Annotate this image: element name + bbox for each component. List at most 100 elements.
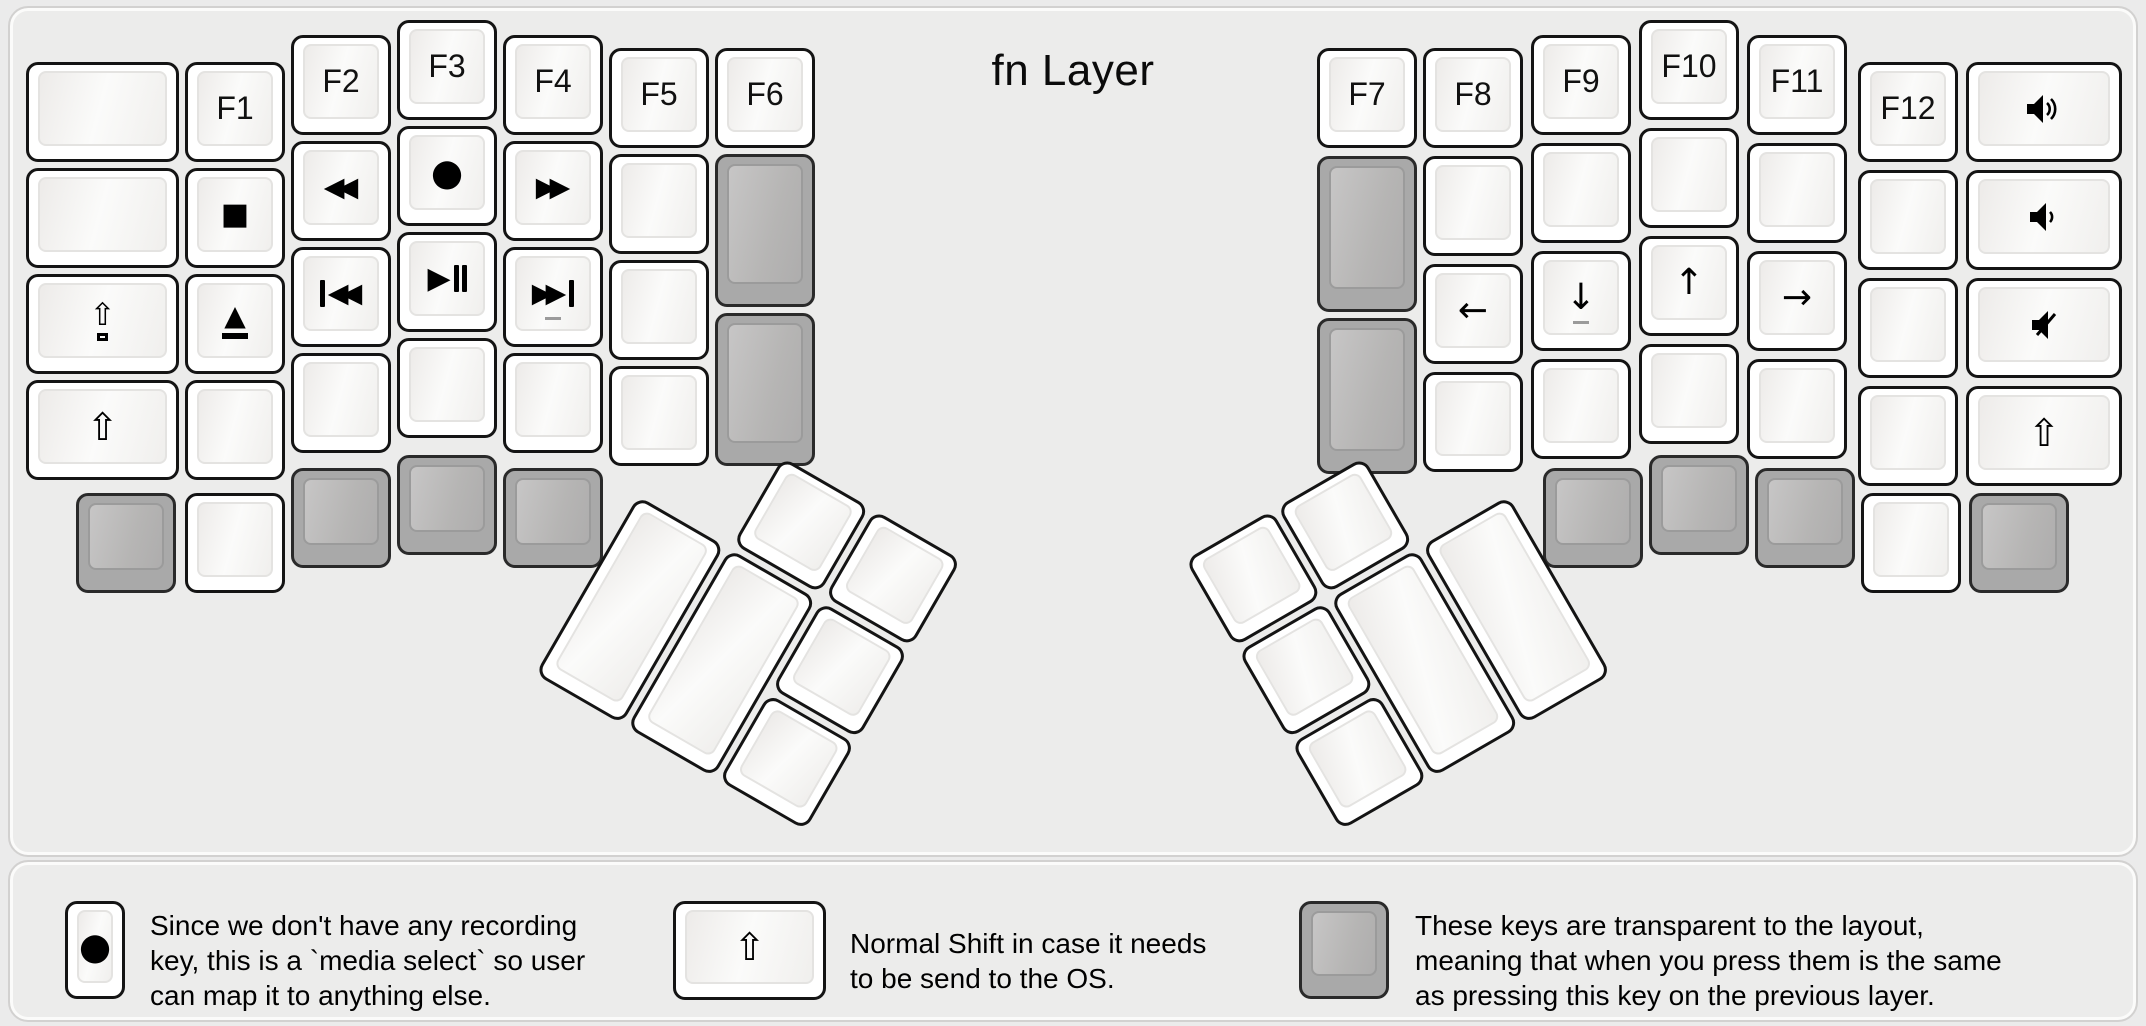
key-volume-down [1966, 170, 2122, 270]
tap-dash-indicator [545, 317, 561, 320]
key-transparent [397, 455, 497, 555]
keycap-surface: ▶▶ [515, 256, 591, 331]
key-shift: ⇧ [26, 380, 179, 480]
key-f7: F7 [1317, 48, 1417, 148]
keycap-surface: F11 [1759, 44, 1835, 119]
key-blank [1747, 143, 1847, 243]
key-blank [26, 168, 179, 268]
key-blank [503, 353, 603, 453]
key-f1: F1 [185, 62, 285, 162]
key-f9: F9 [1531, 35, 1631, 135]
key-blank [609, 366, 709, 466]
keycap-surface [1543, 152, 1619, 227]
key-stop: ■ [185, 168, 285, 268]
keycap-surface: ◀◀ [303, 150, 379, 225]
key-arrow-up: ↑ [1639, 236, 1739, 336]
key-blank [26, 62, 179, 162]
key-arrow-right: → [1747, 251, 1847, 351]
key-label: F5 [640, 76, 678, 112]
shift-icon: ⇧ [733, 925, 766, 969]
legend-text-line: key, this is a `media select` so user [150, 945, 586, 976]
keycap-surface: ⇧ [38, 389, 167, 464]
keycap-surface: ▶ [409, 241, 485, 316]
key-next-track: ▶▶ [503, 247, 603, 347]
rewind-icon: ◀◀ [323, 172, 358, 203]
key-transparent [715, 154, 815, 307]
keycap-surface [1767, 478, 1843, 545]
key-transparent [503, 468, 603, 568]
keycap-surface [1329, 166, 1405, 289]
keycap-surface [1759, 152, 1835, 227]
key-label: F6 [746, 76, 784, 112]
key-shift: ⇧ [673, 901, 826, 1000]
key-eject: ▲ [185, 274, 285, 374]
key-f8: F8 [1423, 48, 1523, 148]
key-f6: F6 [715, 48, 815, 148]
key-f10: F10 [1639, 20, 1739, 120]
keycap-surface [1543, 368, 1619, 443]
key-transparent [291, 468, 391, 568]
keycap-surface [88, 503, 164, 570]
keycap-surface: ■ [197, 177, 273, 252]
keycap-surface [1978, 71, 2110, 146]
keycap-surface [1873, 502, 1949, 577]
arrow-up-icon: ↑ [1673, 261, 1705, 303]
volume-up-icon [2027, 94, 2057, 123]
legend-text-line: can map it to anything else. [150, 980, 491, 1011]
keycap-surface [38, 71, 167, 146]
keycap-surface [303, 362, 379, 437]
eject-icon: ▲ [222, 302, 248, 339]
keycap-surface [1435, 165, 1511, 240]
record-icon: ● [430, 151, 464, 194]
keycap-surface: ⇧ [38, 283, 167, 358]
prev-track-icon: ◀◀ [319, 280, 363, 307]
keycap-surface [1978, 179, 2110, 254]
key-transparent [715, 313, 815, 466]
key-blank [609, 260, 709, 360]
keycap-surface [197, 389, 273, 464]
key-blank [185, 380, 285, 480]
keycap-surface [1651, 137, 1727, 212]
key-label: F9 [1562, 63, 1600, 99]
key-label: F10 [1661, 48, 1717, 84]
volume-down-icon [2030, 202, 2054, 231]
key-blank [1747, 359, 1847, 459]
caps-lock-icon: ⇧ [90, 300, 115, 341]
keycap-surface [409, 465, 485, 532]
keycap-surface: F1 [197, 71, 273, 146]
keycap-surface [409, 347, 485, 422]
tap-dash-indicator [1573, 321, 1589, 324]
keycap-surface [621, 163, 697, 238]
fast-forward-icon: ▶▶ [535, 172, 570, 203]
layer-title: fn Layer [991, 46, 1155, 95]
key-fast-forward: ▶▶ [503, 141, 603, 241]
keycap-surface: ● [409, 135, 485, 210]
key-f12: F12 [1858, 62, 1958, 162]
keycap-surface [303, 478, 379, 545]
key-blank [1531, 143, 1631, 243]
keycap-surface [1981, 503, 2057, 570]
keycap-surface [1329, 328, 1405, 451]
keycap-surface: ← [1435, 273, 1511, 348]
key-blank [1639, 128, 1739, 228]
play-pause-icon: ▶ [427, 263, 467, 294]
arrow-down-icon: ↓ [1565, 276, 1597, 318]
keycap-surface [38, 177, 167, 252]
keycap-surface: ↓ [1543, 260, 1619, 335]
keycap-surface [727, 323, 803, 443]
keycap-surface [1978, 287, 2110, 362]
keycap-surface [1870, 395, 1946, 470]
keycap-surface: F12 [1870, 71, 1946, 146]
key-play-pause: ▶ [397, 232, 497, 332]
key-caps-lock: ⇧ [26, 274, 179, 374]
key-f11: F11 [1747, 35, 1847, 135]
key-record: ● [397, 126, 497, 226]
keycap-surface: F8 [1435, 57, 1511, 132]
shift-icon: ⇧ [2028, 410, 2060, 455]
key-shift: ⇧ [1966, 386, 2122, 486]
keycap-surface: ⇧ [685, 910, 814, 984]
key-label: F2 [322, 63, 360, 99]
keycap-surface [1651, 353, 1727, 428]
key-blank [1531, 359, 1631, 459]
key-transparent [1969, 493, 2069, 593]
